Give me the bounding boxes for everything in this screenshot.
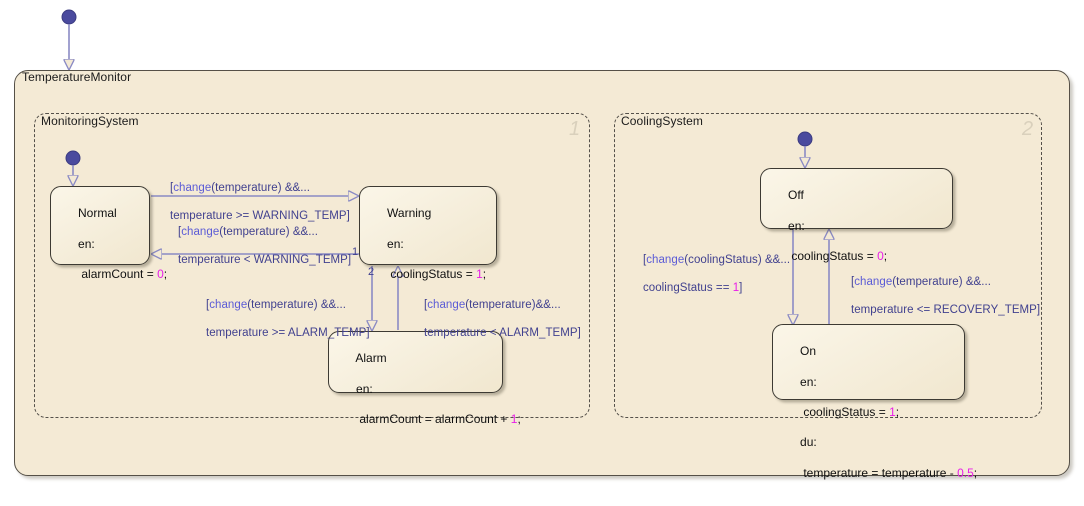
state-off[interactable]: Off en: coolingStatus = 0; [760, 168, 953, 263]
state-warning-text: Warning en: coolingStatus = 1; [387, 206, 487, 282]
region-monitoring-system-order: 1 [569, 118, 581, 140]
literal-value: 0 [157, 267, 164, 282]
keyword-change: change [209, 299, 248, 311]
transition-label-on-to-off[interactable]: [change(temperature) &&... temperature <… [850, 276, 1041, 316]
keyword-change: change [181, 226, 220, 238]
state-on-text: On en: coolingStatus = 1; du: temperatur… [800, 344, 978, 480]
state-on[interactable]: On en: coolingStatus = 1; du: temperatur… [772, 324, 977, 480]
state-alarm-text: Alarm en: alarmCount = alarmCount + 1; [355, 351, 521, 427]
literal-value: 1 [732, 282, 740, 294]
transition-label-warning-to-normal[interactable]: [change(temperature) &&... temperature <… [177, 226, 352, 266]
transition-label-warning-to-alarm[interactable]: [change(temperature) &&... temperature >… [205, 299, 370, 339]
transition-cooling-default[interactable] [797, 131, 813, 167]
region-cooling-system-order: 2 [1022, 118, 1034, 140]
region-monitoring-system-label: MonitoringSystem [41, 114, 139, 128]
keyword-change: change [646, 254, 685, 266]
state-off-text: Off en: coolingStatus = 0; [788, 188, 888, 264]
chart-title-label: TemperatureMonitor [22, 70, 132, 84]
transition-label-normal-to-warning[interactable]: [change(temperature) &&... temperature >… [169, 182, 350, 222]
keyword-change: change [854, 276, 893, 288]
keyword-change: change [173, 182, 212, 194]
region-monitoring-system[interactable] [34, 113, 590, 418]
literal-value: 0 [877, 249, 884, 264]
literal-value: 0.5 [957, 465, 974, 480]
transition-label-alarm-to-warning[interactable]: [change(temperature)&&... temperature < … [423, 299, 581, 339]
state-normal[interactable]: Normal en: alarmCount = 0; [50, 186, 167, 281]
state-warning[interactable]: Warning en: coolingStatus = 1; [359, 186, 497, 281]
keyword-change: change [427, 299, 466, 311]
transition-label-off-to-on[interactable]: [change(coolingStatus) &&... coolingStat… [642, 254, 791, 294]
literal-value: 1 [889, 405, 896, 420]
transition-order-warning-to-alarm: 2 [368, 266, 375, 278]
transition-chart-default[interactable] [61, 9, 77, 69]
chart-temperature-monitor[interactable] [14, 70, 1070, 476]
region-cooling-system[interactable] [614, 113, 1042, 418]
transition-monitoring-default[interactable] [65, 150, 81, 185]
state-normal-text: Normal en: alarmCount = 0; [78, 206, 168, 282]
state-alarm[interactable]: Alarm en: alarmCount = alarmCount + 1; [328, 331, 521, 426]
literal-value: 1 [476, 267, 483, 282]
transition-order-warning-to-normal: 1 [352, 246, 359, 258]
literal-value: 1 [510, 412, 518, 427]
region-cooling-system-label: CoolingSystem [621, 114, 704, 128]
